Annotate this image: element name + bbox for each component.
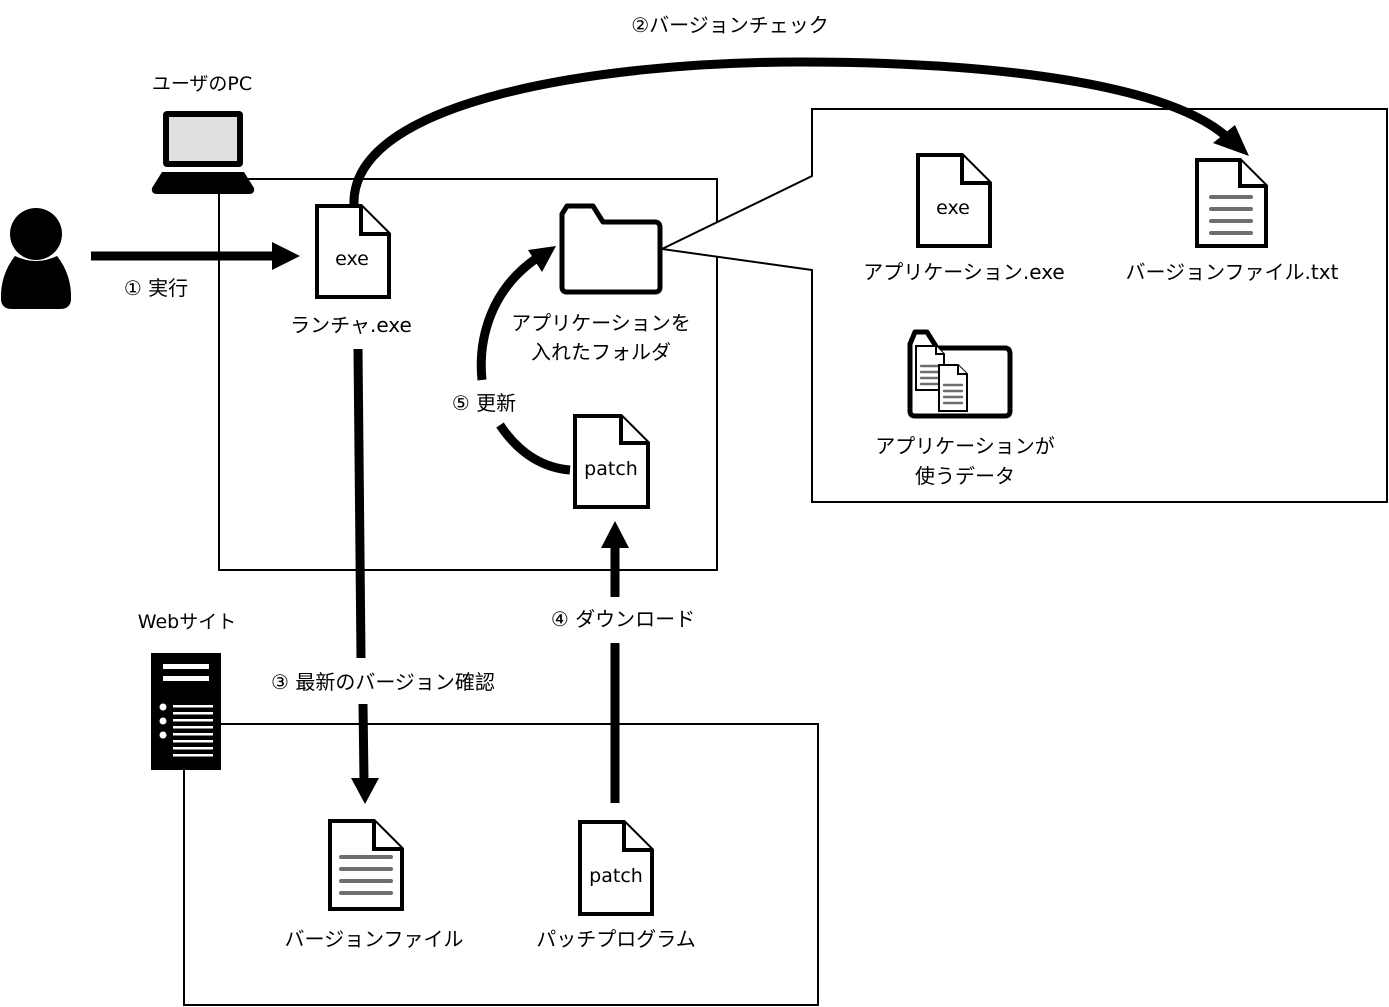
arrow-version-check	[349, 57, 1232, 206]
app-folder-label-line1: アプリケーションを	[511, 311, 691, 335]
patch-program-icon	[578, 820, 654, 916]
arrow-download-head	[601, 521, 629, 548]
patch-program-icon-text: patch	[589, 865, 643, 887]
arrow-latest-check-lower	[358, 703, 369, 781]
app-data-label-line1: アプリケーションが	[875, 434, 1055, 458]
launcher-exe-icon	[315, 204, 391, 299]
user-pc-label: ユーザのPC	[152, 73, 252, 95]
arrow-latest-check-upper	[353, 348, 366, 659]
laptop-icon	[151, 111, 255, 194]
step-2-label: ②バージョンチェック	[631, 13, 829, 37]
app-folder-label-line2: 入れたフォルダ	[531, 340, 671, 364]
arrow-latest-check-head	[351, 778, 379, 804]
pc-patch-icon-text: patch	[584, 458, 638, 480]
arrow-version-check-head	[1213, 125, 1249, 156]
launcher-label: ランチャ.exe	[290, 313, 412, 337]
app-data-label-line2: 使うデータ	[915, 464, 1015, 488]
app-exe-icon	[916, 153, 992, 248]
app-folder-icon	[559, 203, 663, 295]
user-pc-box	[218, 178, 718, 571]
version-txt-label: バージョンファイル.txt	[1126, 260, 1339, 284]
version-txt-icon	[1195, 158, 1268, 248]
arrow-update-upper	[476, 254, 540, 381]
step-4-label: ④ ダウンロード	[551, 607, 695, 631]
pc-patch-icon	[573, 414, 650, 509]
arrow-update-lower	[496, 422, 571, 475]
web-version-file-label: バージョンファイル	[285, 927, 464, 951]
launcher-icon-text: exe	[335, 248, 369, 270]
web-version-file-icon	[328, 819, 404, 911]
app-exe-label: アプリケーション.exe	[863, 260, 1064, 284]
arrow-update-head	[528, 246, 556, 272]
server-icon	[151, 653, 221, 770]
website-label: Webサイト	[138, 611, 236, 633]
arrow-execute-head	[272, 242, 300, 270]
patch-program-label: パッチプログラム	[536, 927, 695, 951]
app-exe-icon-text: exe	[936, 197, 970, 219]
step-1-label: ① 実行	[124, 276, 188, 300]
app-data-folder-icon	[907, 329, 1013, 419]
website-box	[183, 723, 819, 1006]
step-5-label: ⑤ 更新	[452, 391, 516, 415]
step-3-label: ③ 最新のバージョン確認	[271, 670, 495, 694]
user-icon	[0, 208, 72, 309]
